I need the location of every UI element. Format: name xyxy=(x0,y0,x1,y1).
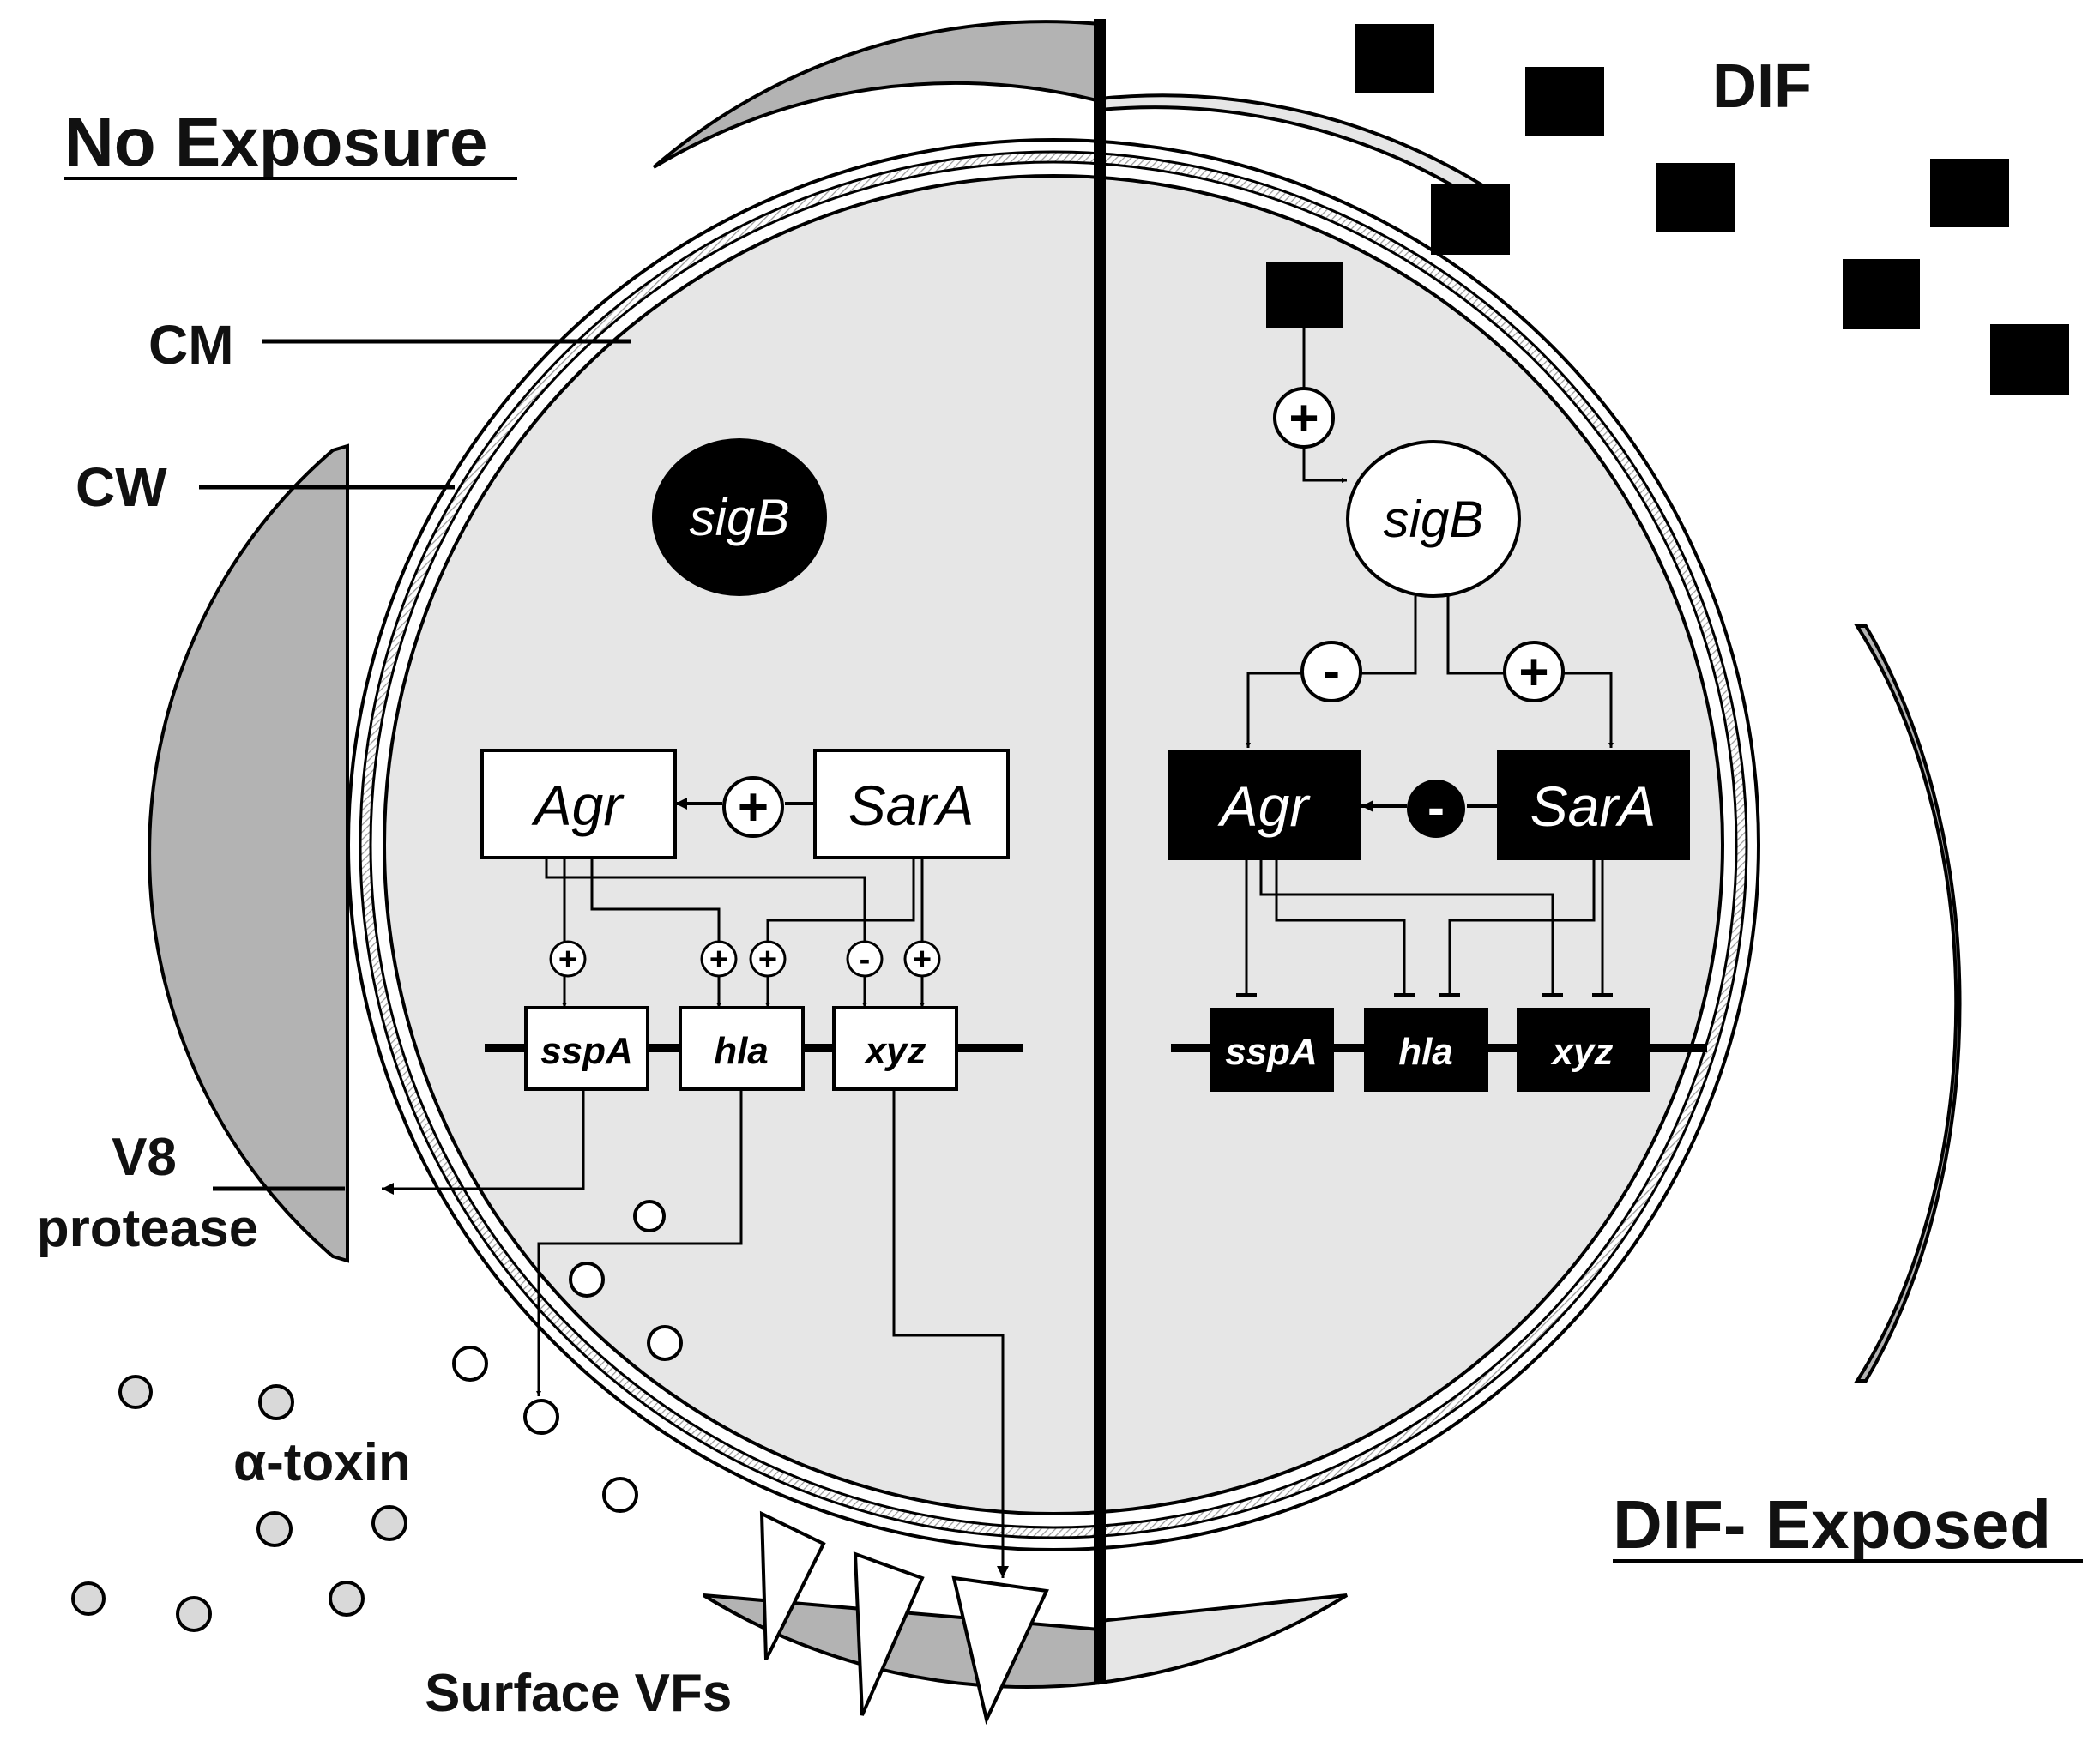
no-exposure-title: No Exposure xyxy=(64,104,487,180)
right-sara-agr-sign: - xyxy=(1427,779,1445,836)
right-sara-agr-sign-bubble xyxy=(1407,780,1465,838)
outer-cell-wall xyxy=(148,20,1962,1689)
left-sign-agr-xyz: - xyxy=(860,942,871,978)
left-sigB-node xyxy=(652,438,827,596)
toxin-particle xyxy=(452,1346,488,1382)
alpha-toxin-particles xyxy=(71,1200,683,1632)
right-gene-sspA-box xyxy=(1210,1008,1334,1092)
toxin-particle xyxy=(523,1399,559,1435)
right-dif-sigB-sign-bubble xyxy=(1273,387,1335,449)
dif-square xyxy=(1656,163,1735,232)
right-regulatory-network: + sigB - + Agr SarA - xyxy=(1168,328,1707,1092)
left-output-xyz-surface xyxy=(892,1089,1009,1578)
cm-label: CM xyxy=(148,314,234,376)
left-sara-box xyxy=(813,749,1010,859)
dif-square-internal xyxy=(1266,262,1343,328)
left-gene-sspA-box xyxy=(524,1006,649,1091)
v8-label-line2: protease xyxy=(37,1199,258,1258)
dif-square xyxy=(1843,259,1920,329)
left-gene-sspA-label: sspA xyxy=(540,1030,633,1072)
right-agr-label: Agr xyxy=(1217,774,1312,838)
left-sign-bubble xyxy=(549,940,587,978)
right-wire-agr-xyz xyxy=(1259,860,1554,995)
toxin-particle xyxy=(647,1325,683,1361)
left-gene-hla-box xyxy=(679,1006,805,1091)
left-sara-label: SarA xyxy=(848,774,975,837)
toxin-particle xyxy=(569,1262,605,1298)
surface-vf-triangle-2 xyxy=(853,1551,925,1716)
right-dif-sigB-sign: + xyxy=(1288,389,1319,447)
right-sara-label: SarA xyxy=(1530,774,1656,838)
left-sign-sara-hla: + xyxy=(758,942,777,978)
dif-square xyxy=(1431,184,1510,255)
cw-label: CW xyxy=(75,456,167,518)
surface-vf-spikes xyxy=(759,1510,1049,1726)
alpha-toxin-label: α-toxin xyxy=(233,1433,411,1492)
toxin-particle xyxy=(118,1375,153,1409)
right-gene-hla-label: hla xyxy=(1398,1031,1453,1073)
left-output-sspA-v8 xyxy=(382,1089,585,1195)
toxin-particle xyxy=(258,1384,294,1420)
dif-square xyxy=(1930,159,2009,227)
left-gene-hla-label: hla xyxy=(714,1030,769,1072)
toxin-particle xyxy=(256,1511,293,1547)
v8-label-line1: V8 xyxy=(112,1128,177,1187)
left-sign-sara-xyz: + xyxy=(913,942,932,978)
right-sigB-agr-sign: - xyxy=(1323,642,1340,700)
right-agr-box xyxy=(1168,750,1361,860)
left-sign-agr-sspA: + xyxy=(558,942,577,978)
left-sign-bubble xyxy=(700,940,738,978)
surface-vfs-label: Surface VFs xyxy=(425,1664,732,1723)
dif-square xyxy=(1990,324,2069,395)
right-sara-box xyxy=(1497,750,1690,860)
toxin-particle xyxy=(329,1581,365,1617)
right-wire-dif-sigB xyxy=(1302,328,1347,483)
left-sign-bubble xyxy=(749,940,787,978)
right-gene-sspA-label: sspA xyxy=(1225,1031,1318,1073)
right-sigB-node xyxy=(1346,440,1521,598)
right-gene-hla-box xyxy=(1364,1008,1488,1092)
right-gene-xyz-label: xyz xyxy=(1551,1031,1614,1073)
toxin-particle xyxy=(176,1596,212,1632)
right-gene-xyz-box xyxy=(1517,1008,1650,1092)
dif-molecules xyxy=(1266,24,2069,395)
left-output-hla-toxin xyxy=(536,1089,743,1396)
left-sign-bubble xyxy=(846,940,884,978)
right-wire-agr-hla xyxy=(1275,860,1406,995)
left-sigB-label: sigB xyxy=(690,489,790,546)
surface-vf-triangle-3 xyxy=(951,1575,1049,1726)
dif-label: DIF xyxy=(1712,52,1812,121)
dif-square xyxy=(1355,24,1434,93)
left-sign-bubble xyxy=(903,940,941,978)
left-regulatory-network: sigB Agr SarA + xyxy=(382,438,1023,1578)
right-wire-sara-hla xyxy=(1448,860,1596,995)
dif-exposed-title: DIF- Exposed xyxy=(1613,1486,2051,1563)
right-sigB-agr-sign-bubble xyxy=(1300,641,1362,702)
left-sara-agr-sign: + xyxy=(738,778,769,837)
right-sigB-sara-sign: + xyxy=(1518,643,1548,701)
toxin-particle xyxy=(371,1505,407,1541)
toxin-particle xyxy=(633,1200,666,1232)
left-gene-xyz-label: xyz xyxy=(864,1030,926,1072)
toxin-particle xyxy=(71,1581,106,1616)
left-sara-agr-sign-bubble xyxy=(722,776,784,838)
right-sigB-label: sigB xyxy=(1384,491,1484,548)
left-agr-label: Agr xyxy=(531,774,625,837)
right-sigB-sara-sign-bubble xyxy=(1503,641,1565,702)
left-wire-agr-xyz xyxy=(545,858,866,986)
surface-vf-triangle-1 xyxy=(759,1510,826,1660)
left-sign-agr-hla: + xyxy=(709,942,728,978)
toxin-particle xyxy=(602,1477,638,1513)
dif-square xyxy=(1525,67,1604,136)
